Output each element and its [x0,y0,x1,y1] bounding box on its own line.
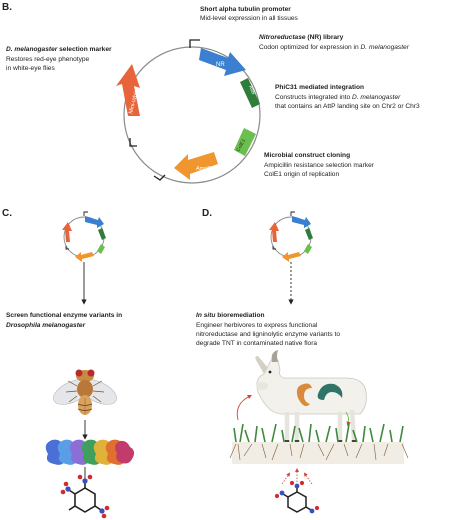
green-output-arrow [345,411,351,427]
terminator-mark-bottom [153,174,166,181]
fruit-fly-icon [53,369,117,415]
nr-gene-arrow [199,48,246,76]
tnt-molecule-icon [60,474,110,519]
integration-line1: Constructs integrated into D. melanogast… [275,94,401,101]
panel-d-line2: nitroreductase and ligninolytic enzyme v… [196,331,341,338]
red-arrow-up-left [281,472,291,485]
goat-icon [255,350,367,444]
promoter-title: Short alpha tubulin promoter [200,6,291,13]
selection-marker-title: D. melanogaster selection marker [6,46,112,53]
panel-d-line1: Engineer herbivores to express functiona… [196,322,318,329]
integration-line2: that contains an AttP landing site on Ch… [275,103,420,110]
selection-marker-line1: Restores red-eye phenotype [6,56,90,63]
amp-gene-arrow [174,152,218,180]
terminator-mark-left [129,138,137,147]
nr-library-desc: Codon optimized for expression in D. mel… [259,44,409,51]
attb-segment [240,78,260,108]
grass-icon [229,423,409,464]
panel-c-title-line1: Screen functional enzyme variants in [6,312,123,319]
panel-label-c: C. [2,208,12,219]
enzyme-variants-icon [45,439,135,465]
panel-d-title: In situ bioremediation [196,312,265,319]
tnt-molecule-icon-d [274,480,320,514]
panel-label-b: B. [2,2,12,13]
panel-c-title-line2: Drosophila melanogaster [6,322,86,329]
nr-label: NR [216,62,225,68]
red-input-arrow [236,394,253,421]
cole1-label: ColE1 [235,138,247,153]
attb-label: AttB [247,85,256,97]
cloning-title: Microbial construct cloning [264,152,351,159]
plasmid-map-small-c [62,211,106,262]
nr-library-title: Nitroreductase (NR) library [259,34,344,41]
selection-marker-line2: in white-eye flies [6,65,55,72]
integration-title: PhiC31 mediated integration [275,84,365,91]
plasmid-map-small-d [269,211,313,262]
cloning-line1: Ampicillin resistance selection marker [264,162,374,169]
cole1-segment [234,128,256,156]
plasmid-map [116,39,261,184]
red-arrow-up-right [303,472,313,485]
promoter-desc: Mid-level expression in all tissues [200,15,298,22]
mini-white-arrow [116,64,140,116]
cloning-line2: ColE1 origin of replication [264,171,340,178]
panel-label-d: D. [202,208,212,219]
promoter-marker [189,39,200,48]
panel-d-line3: degrade TNT in contaminated native flora [196,340,318,347]
amp-label: AmpR [196,166,211,172]
